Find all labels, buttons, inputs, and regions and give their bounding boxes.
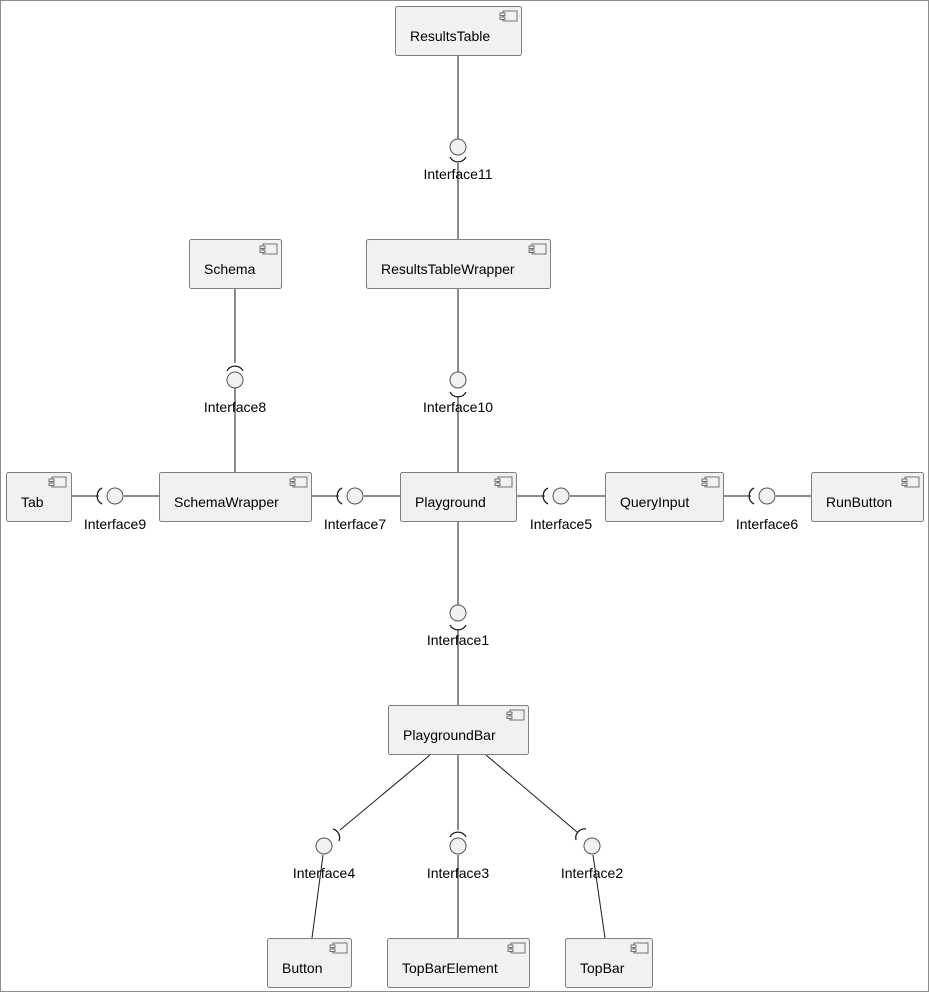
interface-interface3[interactable]: Interface3 <box>427 837 489 881</box>
socket-interface5 <box>542 487 549 505</box>
sockets <box>96 156 755 842</box>
component-resultstablewrapper[interactable]: ResultsTableWrapper <box>366 239 551 289</box>
component-playground[interactable]: Playground <box>400 472 517 522</box>
socket-interface7 <box>336 487 343 505</box>
component-label: ResultsTableWrapper <box>381 261 515 277</box>
component-schemawrapper[interactable]: SchemaWrapper <box>159 472 312 522</box>
interface-interface4[interactable]: Interface4 <box>293 837 355 881</box>
component-label: TopBarElement <box>402 960 498 976</box>
component-label: ResultsTable <box>410 28 490 44</box>
component-resultstable[interactable]: ResultsTable <box>395 6 522 56</box>
interface-label: Interface1 <box>427 632 489 648</box>
component-icon <box>630 942 649 954</box>
component-icon <box>48 476 67 488</box>
component-label: QueryInput <box>620 494 689 510</box>
component-icon <box>507 942 526 954</box>
component-icon <box>259 243 278 255</box>
interface-interface1[interactable]: Interface1 <box>427 604 489 648</box>
interface-label: Interface10 <box>423 399 493 415</box>
component-tab[interactable]: Tab <box>6 472 72 522</box>
socket-interface3 <box>449 831 467 838</box>
socket-interface9 <box>96 487 103 505</box>
interface-label: Interface6 <box>736 516 798 532</box>
socket-interface11 <box>449 156 467 163</box>
socket-interface4 <box>332 828 341 842</box>
socket-interface8 <box>226 365 244 372</box>
edge-interface2-topbar <box>592 854 606 939</box>
component-label: Playground <box>415 494 486 510</box>
component-label: Schema <box>204 261 256 277</box>
interface-label: Interface4 <box>293 865 355 881</box>
interface-label: Interface7 <box>324 516 386 532</box>
interface-circle <box>226 371 244 389</box>
component-icon <box>499 10 518 22</box>
component-icon <box>329 942 348 954</box>
edge-playgroundbar-interface4 <box>339 754 431 831</box>
component-playgroundbar[interactable]: PlaygroundBar <box>388 705 529 755</box>
interface-circle <box>449 371 467 389</box>
interface-circle <box>106 487 124 505</box>
component-topbar[interactable]: TopBar <box>565 938 653 988</box>
interface-circle <box>449 837 467 855</box>
interface-circle <box>315 837 333 855</box>
component-button[interactable]: Button <box>267 938 352 988</box>
component-icon <box>506 709 525 721</box>
interface-circle <box>552 487 570 505</box>
component-runbutton[interactable]: RunButton <box>811 472 924 522</box>
component-label: Tab <box>21 494 44 510</box>
socket-interface6 <box>748 487 755 505</box>
component-topbarelement[interactable]: TopBarElement <box>387 938 530 988</box>
interface-circle <box>583 837 601 855</box>
component-label: Button <box>282 960 322 976</box>
interface-circle <box>758 487 776 505</box>
interface-interface11[interactable]: Interface11 <box>423 138 493 182</box>
connectors <box>71 55 811 939</box>
interface-interface6[interactable]: Interface6 <box>736 487 798 532</box>
interface-label: Interface9 <box>84 516 146 532</box>
component-icon <box>528 243 547 255</box>
edge-interface4-button <box>311 854 324 939</box>
interface-label: Interface2 <box>561 865 623 881</box>
interface-circle <box>449 138 467 156</box>
interface-circle <box>346 487 364 505</box>
interface-label: Interface5 <box>530 516 592 532</box>
interface-circle <box>449 604 467 622</box>
component-icon <box>901 476 920 488</box>
interface-interface8[interactable]: Interface8 <box>204 371 266 415</box>
component-label: TopBar <box>580 960 625 976</box>
component-icon <box>289 476 308 488</box>
interface-interface10[interactable]: Interface10 <box>423 371 493 415</box>
component-queryinput[interactable]: QueryInput <box>605 472 724 522</box>
interface-interface7[interactable]: Interface7 <box>324 487 386 532</box>
interface-label: Interface8 <box>204 399 266 415</box>
socket-interface10 <box>449 391 467 398</box>
component-label: RunButton <box>826 494 892 510</box>
component-label: PlaygroundBar <box>403 727 496 743</box>
edge-playgroundbar-interface2 <box>485 754 578 833</box>
component-schema[interactable]: Schema <box>189 239 282 289</box>
interface-label: Interface3 <box>427 865 489 881</box>
component-label: SchemaWrapper <box>174 494 279 510</box>
interface-interface2[interactable]: Interface2 <box>561 837 623 881</box>
interface-label: Interface11 <box>423 166 492 182</box>
component-icon <box>494 476 513 488</box>
socket-interface1 <box>449 624 467 631</box>
socket-interface2 <box>575 828 587 841</box>
component-icon <box>701 476 720 488</box>
interface-interface5[interactable]: Interface5 <box>530 487 592 532</box>
interface-interface9[interactable]: Interface9 <box>84 487 146 532</box>
